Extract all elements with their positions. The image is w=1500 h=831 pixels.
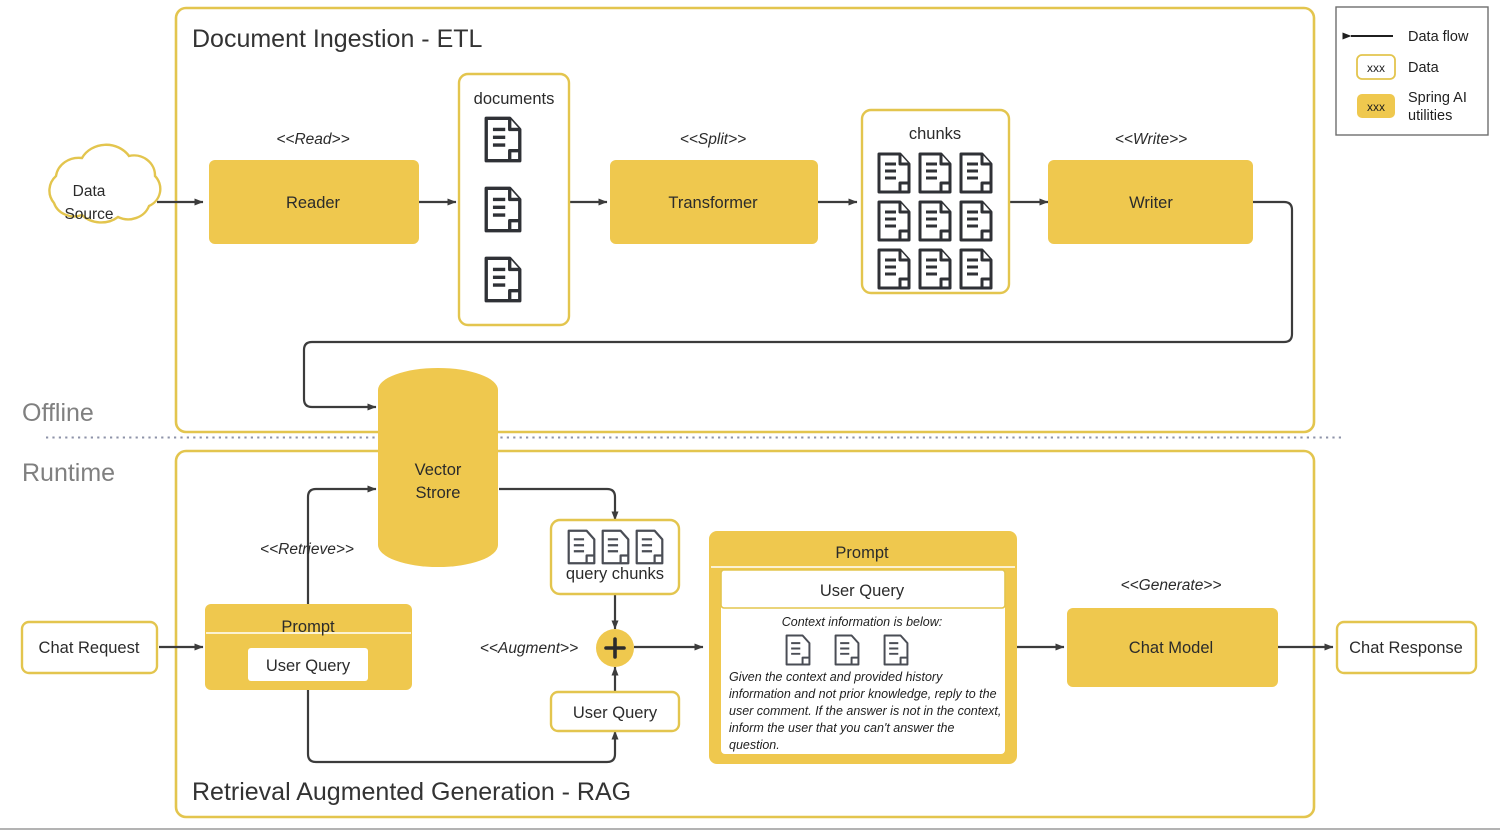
chat-model-label: Chat Model: [1129, 639, 1213, 657]
chat-response-label: Chat Response: [1349, 639, 1463, 657]
prompt-out-title: Prompt: [835, 544, 889, 562]
chat-model-box: [1067, 608, 1278, 687]
document-icon: [877, 152, 911, 194]
chunks-label: chunks: [909, 125, 961, 143]
reader-label: Reader: [286, 194, 341, 212]
documents-label: documents: [474, 90, 555, 108]
vector-store-label-line1: Vector: [415, 461, 462, 479]
arrow-prompt-to-userquery: [306, 690, 619, 764]
augment-node[interactable]: [596, 629, 634, 667]
document-icon: [959, 248, 993, 290]
prompt-out-body-line-4: question.: [729, 738, 780, 752]
chunks-icon-group: [877, 152, 993, 290]
stereotype-read: <<Read>>: [276, 131, 349, 148]
document-icon: [635, 529, 664, 565]
vector-store-cylinder[interactable]: [378, 368, 498, 567]
legend-label-data: Data: [1408, 60, 1440, 76]
user-query-box: [549, 690, 681, 733]
prompt-context-icon-group: [785, 634, 909, 666]
document-icon: [484, 256, 522, 303]
writer-label: Writer: [1129, 194, 1173, 212]
stereotype-write: <<Write>>: [1115, 131, 1187, 148]
prompt-in-title: Prompt: [281, 618, 335, 636]
chat-request-box: [20, 620, 159, 675]
document-icon: [918, 248, 952, 290]
document-icon: [567, 529, 596, 565]
prompt-out-body-line-1: information and not prior knowledge, rep…: [729, 687, 997, 701]
vector-store-label-line2: Strore: [416, 484, 461, 502]
arrow-writer-to-vectorstore: [302, 200, 1294, 411]
legend-swatch-spring-text: xxx: [1367, 100, 1385, 114]
prompt-out-user-query-label: User Query: [820, 582, 905, 600]
user-query-box-label: User Query: [573, 704, 658, 722]
arrow-vectorstore-to-querychunks: [499, 487, 619, 521]
document-icon: [918, 200, 952, 242]
legend-spring-swatch: [1357, 94, 1395, 118]
prompt-out-user-query-box: [720, 569, 1006, 609]
query-chunks-icon-group: [567, 529, 664, 565]
legend-panel: [1335, 6, 1489, 136]
chat-response-box: [1335, 620, 1478, 675]
data-source-label-line1: Data: [73, 183, 106, 200]
document-icon: [918, 152, 952, 194]
chat-request-label: Chat Request: [39, 639, 140, 657]
stereotype-generate: <<Generate>>: [1121, 577, 1222, 594]
data-source-label-line2: Source: [64, 206, 113, 223]
document-icon: [883, 634, 909, 666]
document-icon: [601, 529, 630, 565]
phase-label-runtime: Runtime: [22, 459, 115, 487]
rag-section-title: Retrieval Augmented Generation - RAG: [192, 778, 631, 806]
document-icon: [834, 634, 860, 666]
document-icon: [785, 634, 811, 666]
prompt-out-context-header: Context information is below:: [782, 615, 943, 629]
legend-label-spring-line2: utilities: [1408, 108, 1452, 124]
prompt-in-box[interactable]: [205, 604, 412, 690]
prompt-out-body-line-3: inform the user that you can't answer th…: [729, 721, 954, 735]
document-icon: [877, 200, 911, 242]
etl-connectors: [157, 198, 1294, 411]
stereotype-augment: <<Augment>>: [480, 640, 578, 657]
prompt-out-body-line-0: Given the context and provided history: [729, 670, 943, 684]
prompt-in-user-query-box: [248, 648, 368, 681]
legend-label-data-flow: Data flow: [1408, 29, 1469, 45]
stereotype-split: <<Split>>: [680, 131, 746, 148]
arrow-prompt-to-vectorstore: [306, 485, 377, 604]
prompt-in-user-query-label: User Query: [266, 657, 351, 675]
document-icon: [959, 200, 993, 242]
reader-box: [209, 160, 419, 244]
legend-data-swatch: [1356, 54, 1396, 80]
legend-swatch-data-text: xxx: [1367, 61, 1385, 75]
writer-box: [1048, 160, 1253, 244]
prompt-out-box[interactable]: [709, 531, 1017, 764]
data-source-cloud[interactable]: [48, 143, 162, 224]
query-chunks-label: query chunks: [566, 565, 664, 583]
phase-label-offline: Offline: [22, 399, 94, 427]
legend-label-spring-line1: Spring AI: [1408, 90, 1467, 106]
stereotype-retrieve: <<Retrieve>>: [260, 541, 354, 558]
document-icon: [484, 186, 522, 233]
document-icon: [877, 248, 911, 290]
document-icon: [484, 116, 522, 163]
prompt-out-body-panel: [721, 570, 1005, 754]
rag-connectors: [159, 485, 1334, 764]
documents-icon-group: [484, 116, 522, 303]
transformer-box: [610, 160, 818, 244]
etl-section-title: Document Ingestion - ETL: [192, 25, 483, 53]
transformer-label: Transformer: [668, 194, 758, 212]
prompt-out-body-line-2: user comment. If the answer is not in th…: [729, 704, 1001, 718]
document-icon: [959, 152, 993, 194]
